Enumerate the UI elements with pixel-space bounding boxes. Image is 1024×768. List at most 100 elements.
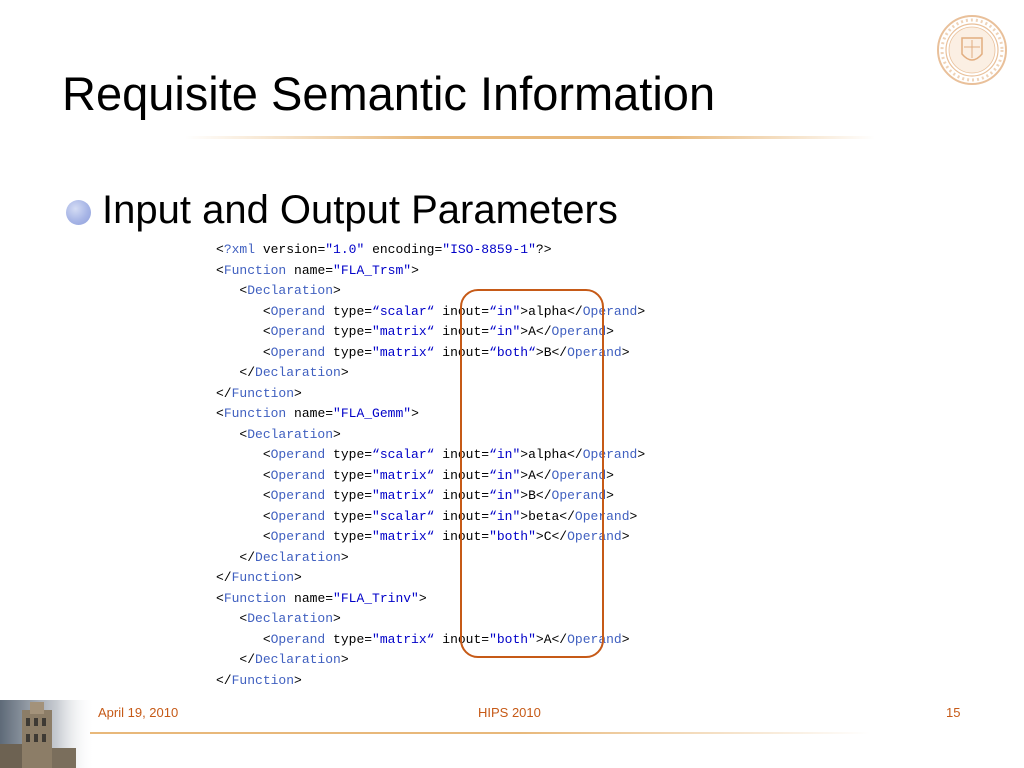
code-line: <?xml version="1.0" encoding="ISO-8859-1… (216, 240, 645, 261)
code-token: Operand (270, 303, 326, 319)
code-token: type= (325, 344, 373, 360)
code-line: <Operand type="matrix“ inout=“in">A</Ope… (216, 322, 645, 343)
code-token: "both" (489, 631, 536, 647)
code-token: >A</ (520, 324, 552, 339)
code-token: inout= (434, 529, 490, 544)
code-token: < (239, 283, 248, 298)
code-token: Declaration (247, 611, 334, 626)
code-token: Declaration (255, 365, 341, 380)
code-token: name= (286, 406, 334, 421)
code-token: inout= (434, 344, 490, 360)
code-token: > (637, 447, 646, 462)
code-token: Operand (270, 344, 326, 360)
code-token: > (629, 508, 638, 524)
code-token: > (294, 672, 302, 688)
code-line: </Declaration> (216, 363, 645, 384)
code-token: > (340, 365, 349, 380)
code-line: <Operand type="scalar“ inout=“in">beta</… (216, 507, 645, 528)
footer-divider (90, 732, 870, 734)
code-token: Operand (582, 303, 638, 319)
code-line: <Declaration> (216, 281, 645, 302)
code-line: <Operand type=“scalar“ inout=“in">alpha<… (216, 445, 645, 466)
code-indent (216, 283, 239, 298)
code-indent (216, 488, 263, 503)
code-token: > (621, 344, 630, 360)
code-token: > (340, 652, 349, 667)
code-token: </ (216, 385, 232, 401)
code-token: > (411, 262, 419, 278)
university-seal-icon (937, 15, 1007, 85)
code-line: <Function name="FLA_Trinv"> (216, 589, 645, 610)
code-token: type= (325, 488, 373, 503)
code-token: “scalar“ (372, 447, 435, 462)
code-token: Operand (270, 508, 326, 524)
code-token: Function (223, 590, 287, 606)
code-token: > (333, 426, 341, 442)
code-token: </ (239, 549, 256, 565)
xml-code-block: <?xml version="1.0" encoding="ISO-8859-1… (216, 240, 645, 691)
code-indent (216, 652, 239, 667)
code-token: < (262, 324, 271, 339)
code-token: Operand (270, 324, 326, 339)
code-token: Operand (270, 631, 326, 647)
code-token: Operand (567, 529, 622, 544)
code-line: <Declaration> (216, 425, 645, 446)
code-token: type= (325, 303, 373, 319)
code-token: Operand (582, 447, 638, 462)
code-token: < (262, 303, 271, 319)
code-token: inout= (434, 508, 490, 524)
code-line: <Operand type="matrix“ inout=“both“>B</O… (216, 343, 645, 364)
code-token: Declaration (247, 283, 334, 298)
code-token: < (262, 631, 271, 647)
code-line: <Operand type="matrix“ inout="both">C</O… (216, 527, 645, 548)
code-token: Function (223, 262, 287, 278)
code-line: <Operand type="matrix“ inout="both">A</O… (216, 630, 645, 651)
code-token: Operand (551, 467, 607, 483)
slide-title: Requisite Semantic Information (62, 67, 716, 120)
code-token: > (621, 631, 630, 647)
code-token: inout= (434, 303, 490, 319)
code-token: "FLA_Trinv" (333, 590, 419, 606)
code-token: “in" (489, 488, 521, 503)
code-token: Operand (270, 447, 326, 462)
code-token: > (637, 303, 646, 319)
footer-date: April 19, 2010 (98, 705, 179, 720)
code-indent (216, 632, 263, 647)
code-token: >alpha</ (520, 303, 583, 319)
code-token: name= (286, 590, 334, 606)
code-token: >A</ (520, 467, 552, 483)
code-line: <Operand type="matrix“ inout=“in">A</Ope… (216, 466, 645, 487)
code-token: < (216, 242, 224, 257)
code-token: “in" (489, 508, 521, 524)
code-token: < (262, 344, 271, 360)
code-token: Function (231, 385, 295, 401)
code-token: > (606, 467, 614, 483)
code-token: “both“ (489, 344, 536, 360)
code-token: Operand (270, 488, 326, 503)
code-token: Function (231, 570, 295, 585)
code-token: "matrix“ (372, 529, 435, 544)
code-line: <Operand type=“scalar“ inout=“in">alpha<… (216, 302, 645, 323)
code-indent (216, 611, 239, 626)
code-token: "FLA_Gemm" (333, 406, 412, 421)
code-token: type= (325, 324, 373, 339)
code-line: </Function> (216, 671, 645, 692)
code-token: > (340, 549, 349, 565)
code-indent (216, 365, 239, 380)
code-token: >alpha</ (520, 447, 583, 462)
code-token: "matrix“ (372, 631, 435, 647)
code-token: name= (286, 262, 334, 278)
bullet-dot-icon (66, 200, 91, 225)
code-token: > (333, 283, 341, 298)
code-line: <Declaration> (216, 609, 645, 630)
code-token: >beta</ (520, 508, 575, 524)
code-token: "both" (489, 529, 536, 544)
code-token: Function (231, 672, 295, 688)
code-token: type= (325, 529, 373, 544)
code-token: Declaration (247, 426, 334, 442)
code-token: Function (223, 406, 287, 421)
code-token: < (262, 508, 271, 524)
tower-photo-icon (0, 700, 95, 768)
code-token: version= (255, 242, 326, 257)
